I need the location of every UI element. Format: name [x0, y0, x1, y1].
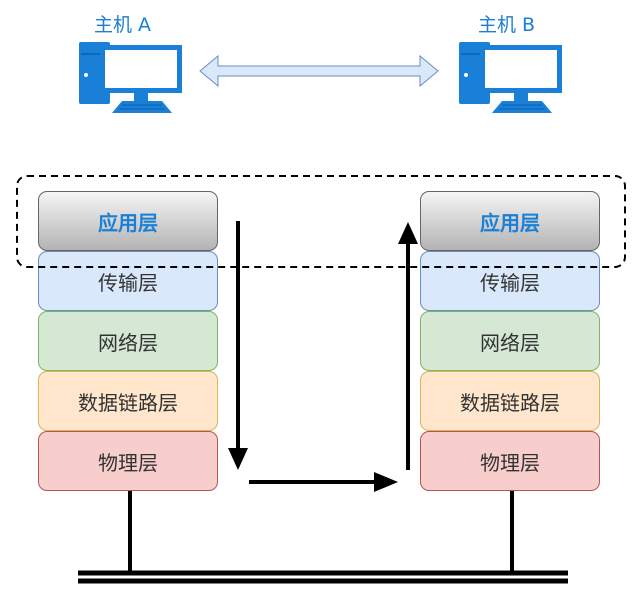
- right-transport-layer: 传输层: [420, 251, 600, 311]
- host-a-label: 主机 A: [94, 14, 152, 36]
- right-arrow-icon: [249, 472, 398, 492]
- up-arrow-icon: [398, 222, 418, 470]
- application-layer-highlight: [16, 175, 626, 268]
- right-physical-layer: 物理层: [420, 431, 600, 491]
- right-datalink-layer: 数据链路层: [420, 371, 600, 431]
- desktop-computer-icon: [459, 42, 562, 113]
- right-application-layer: 应用层: [420, 191, 600, 251]
- double-arrow-icon: [199, 54, 439, 88]
- host-b-label: 主机 B: [478, 14, 536, 36]
- left-network-layer: 网络层: [38, 311, 218, 371]
- left-application-layer: 应用层: [38, 191, 218, 251]
- physical-medium-bus: [78, 570, 568, 584]
- left-physical-layer: 物理层: [38, 431, 218, 491]
- down-arrow-icon: [228, 221, 248, 470]
- desktop-computer-icon: [79, 42, 182, 113]
- right-network-layer: 网络层: [420, 311, 600, 371]
- left-transport-layer: 传输层: [38, 251, 218, 311]
- left-datalink-layer: 数据链路层: [38, 371, 218, 431]
